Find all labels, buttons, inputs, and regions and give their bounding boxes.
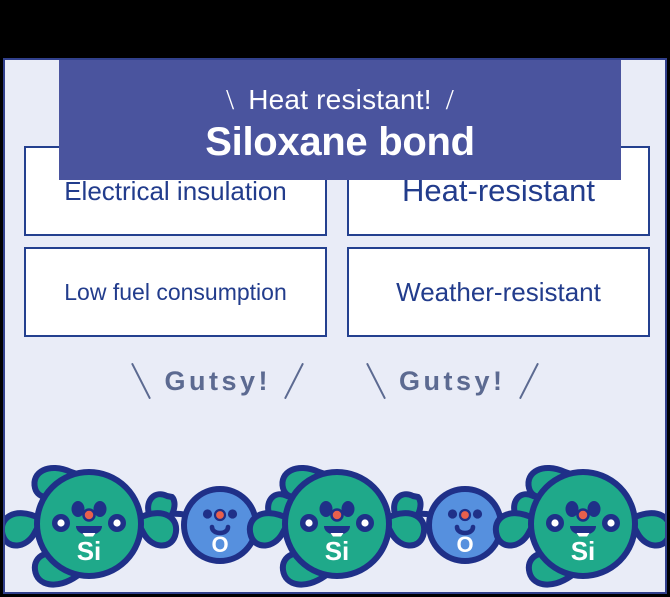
gutsy-slash-left-icon bbox=[131, 362, 152, 400]
feature-label: Low fuel consumption bbox=[64, 278, 287, 305]
atom-oxygen-1: O bbox=[184, 489, 256, 561]
atom-label: O bbox=[211, 532, 228, 557]
gutsy-slash-right-icon bbox=[284, 362, 304, 400]
feature-label: Electrical insulation bbox=[64, 175, 287, 206]
atom-label: O bbox=[456, 532, 473, 557]
molecule-chain-svg: Si O Si O bbox=[5, 400, 665, 590]
atom-oxygen-2: O bbox=[429, 489, 501, 561]
gutsy-label: Gutsy! bbox=[164, 365, 271, 396]
atom-label: Si bbox=[571, 536, 596, 566]
gutsy-caption-row: Gutsy! Gutsy! bbox=[5, 355, 665, 407]
gutsy-group-right: Gutsy! bbox=[366, 355, 539, 407]
header-banner: / Heat resistant! / Siloxane bond bbox=[59, 60, 621, 180]
banner-kicker-text: Heat resistant! bbox=[248, 83, 432, 115]
banner-kicker-row: / Heat resistant! / bbox=[226, 78, 454, 122]
feature-label: Weather-resistant bbox=[396, 276, 601, 307]
atom-silicon-2: Si bbox=[250, 468, 424, 585]
atom-silicon-1: Si bbox=[5, 468, 176, 585]
gutsy-group-left: Gutsy! bbox=[131, 355, 304, 407]
feature-box-low-fuel-consumption: Low fuel consumption bbox=[24, 247, 327, 337]
infographic-card: / Heat resistant! / Siloxane bond Electr… bbox=[3, 58, 667, 594]
banner-title: Siloxane bond bbox=[205, 119, 475, 164]
siloxane-molecule-chain: Si O Si O bbox=[5, 400, 665, 590]
atom-silicon-3: Si bbox=[496, 468, 665, 585]
slash-right-icon: / bbox=[445, 84, 454, 116]
atom-label: Si bbox=[77, 536, 102, 566]
gutsy-slash-left-icon bbox=[366, 362, 386, 400]
gutsy-label: Gutsy! bbox=[399, 365, 506, 396]
slash-left-icon: / bbox=[226, 84, 235, 116]
feature-box-weather-resistant: Weather-resistant bbox=[347, 247, 650, 337]
gutsy-slash-right-icon bbox=[518, 362, 539, 400]
atom-label: Si bbox=[325, 536, 350, 566]
